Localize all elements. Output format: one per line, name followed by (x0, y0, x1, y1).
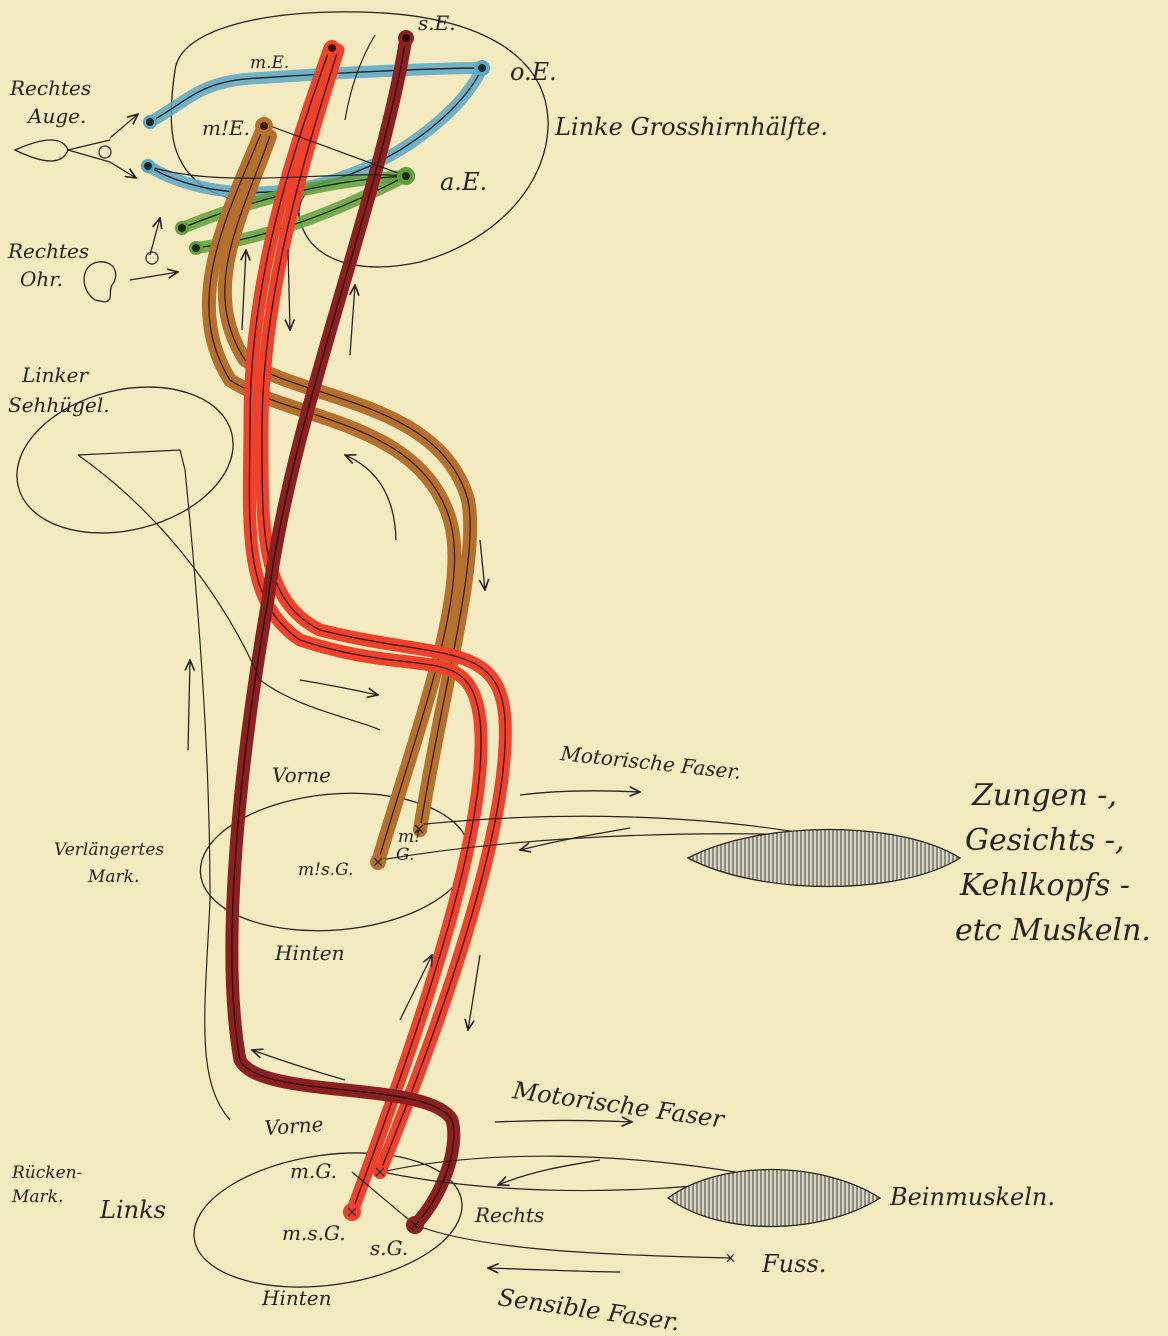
spinal-sG-label: s.G. (370, 1236, 408, 1260)
node-sE-label: s.E. (418, 11, 456, 35)
medulla-node-msg-label: m!s.G. (298, 860, 353, 880)
medulla-label-2: Mark. (87, 867, 139, 887)
thalamus-label-2: Sehhügel. (8, 393, 110, 417)
medulla-node-g-label: G. (396, 845, 414, 865)
medulla-front-label: Vorne (272, 763, 331, 787)
red-motor-tract (249, 48, 505, 1212)
head-muscles-label-3: Kehlkopfs - (959, 868, 1130, 903)
sensory-fiber-label: Sensible Faser. (496, 1283, 681, 1336)
brain-label: Linke Grosshirnhälfte. (554, 113, 828, 141)
thalamus-label-1: Linker (21, 363, 90, 387)
eye-label-1: Rechtes (9, 76, 91, 100)
medulla-back-label: Hinten (274, 941, 344, 965)
leg-muscles-label: Beinmuskeln. (889, 1183, 1055, 1211)
eye-label-2: Auge. (26, 104, 86, 128)
head-muscles-label-1: Zungen -, (971, 778, 1117, 813)
node-mprimeE-label: m!E. (202, 116, 250, 140)
motor-fiber-upper-label: Motorische Faser. (558, 741, 742, 784)
spinal-label-1: Rücken- (11, 1163, 83, 1183)
head-muscles (688, 830, 960, 887)
spinal-label-2: Mark. (11, 1187, 63, 1207)
spinal-mG-label: m.G. (290, 1159, 337, 1183)
spinal-front-label: Vorne (264, 1112, 324, 1140)
spinal-back-label: Hinten (261, 1286, 331, 1310)
motor-fiber-lower-label: Motorische Faser (510, 1076, 727, 1134)
medulla-node-m-label: m! (398, 827, 421, 847)
spinal-left-label: Links (99, 1196, 166, 1224)
foot-label: Fuss. (761, 1250, 826, 1278)
ear-label-2: Ohr. (20, 267, 63, 291)
ear-label-1: Rechtes (7, 239, 89, 263)
head-muscles-label-2: Gesichts -, (965, 823, 1125, 858)
node-mE-label: m.E. (250, 53, 289, 73)
eye-icon (15, 140, 111, 162)
leg-muscles (668, 1170, 880, 1227)
node-oE-label: o.E. (510, 58, 557, 86)
medulla-label-1: Verlängertes (54, 840, 164, 860)
head-muscles-label-4: etc Muskeln. (955, 913, 1151, 948)
node-aE-label: a.E. (440, 168, 487, 196)
spinal-msG-label: m.s.G. (282, 1221, 346, 1245)
spinal-right-label: Rechts (474, 1203, 544, 1227)
